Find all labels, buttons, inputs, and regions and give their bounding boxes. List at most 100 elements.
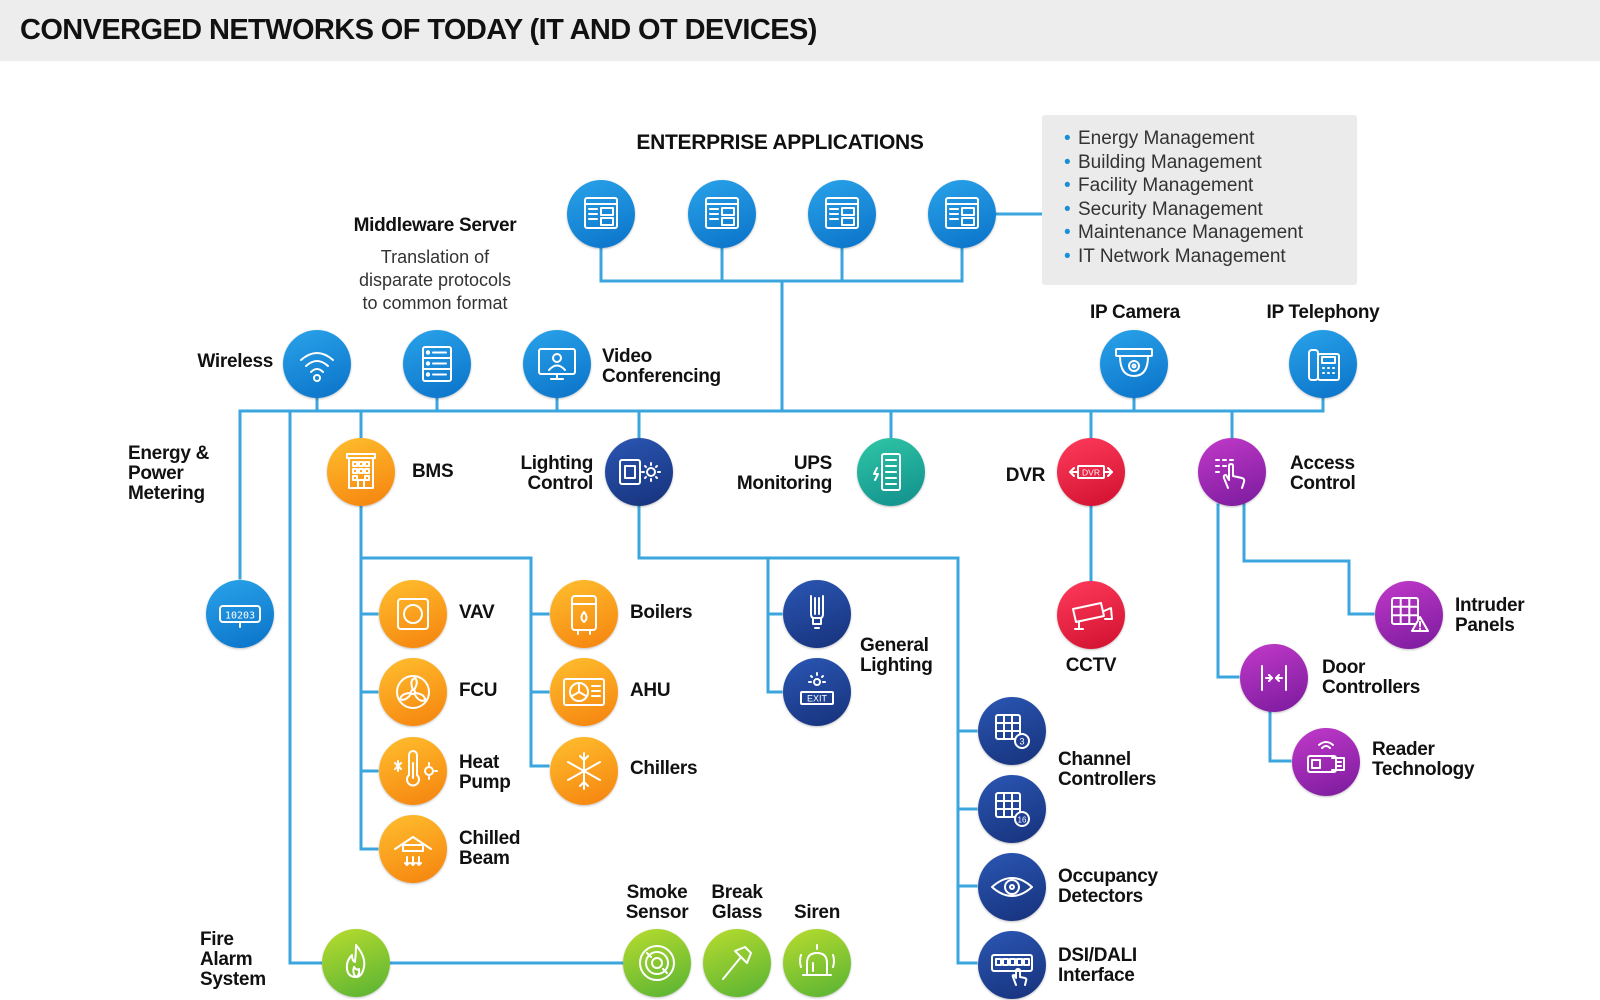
chilled-beam-label: Chilled Beam <box>459 828 521 869</box>
door-controllers-label: Door Controllers <box>1322 657 1421 698</box>
exit-sign-icon: EXIT <box>800 672 834 705</box>
dvr-node[interactable]: DVR <box>1057 438 1125 506</box>
application-window-icon <box>825 197 859 229</box>
dome-camera-icon <box>1115 348 1153 377</box>
page-title: CONVERGED NETWORKS OF TODAY (IT AND OT D… <box>20 14 817 46</box>
access-control-label: Access Control <box>1290 453 1356 494</box>
middleware-description: Translation of disparate protocols to co… <box>358 247 512 313</box>
general-lighting-exit-node[interactable]: EXIT <box>783 658 851 726</box>
ups-monitoring-label: UPS Monitoring <box>736 453 832 494</box>
ip-telephony-label: IP Telephony <box>1266 302 1380 323</box>
middleware-server-node[interactable] <box>403 330 471 398</box>
enterprise-applications-list: Energy Management Building Management Fa… <box>1042 115 1357 285</box>
vav-label: VAV <box>459 602 495 623</box>
air-handler-icon <box>563 678 605 706</box>
fcu-node[interactable] <box>379 658 447 726</box>
list-item: Energy Management <box>1064 127 1357 151</box>
general-lighting-bulb-node[interactable] <box>783 580 851 648</box>
dvr-icon-text: DVR <box>1082 468 1100 478</box>
lighting-control-label: Lighting Control <box>520 453 593 494</box>
ups-monitoring-node[interactable] <box>857 438 925 506</box>
dali-interface-label: DSI/DALI Interface <box>1058 945 1137 986</box>
wireless-node[interactable] <box>283 330 351 398</box>
application-window-icon <box>945 197 979 229</box>
cctv-node[interactable] <box>1057 581 1125 649</box>
hammer-icon <box>722 946 752 980</box>
chillers-node[interactable] <box>550 737 618 805</box>
channel-badge: 16 <box>1018 816 1027 825</box>
wifi-icon <box>300 352 334 382</box>
dali-interface-node[interactable] <box>978 931 1046 999</box>
video-conferencing-node[interactable] <box>523 330 591 398</box>
ups-panel-icon <box>873 453 901 491</box>
heat-pump-node[interactable] <box>379 737 447 805</box>
fan-icon <box>396 675 430 709</box>
enterprise-app-node[interactable] <box>567 180 635 248</box>
dali-keyboard-icon <box>991 954 1033 986</box>
general-lighting-label: General Lighting <box>860 635 933 676</box>
break-glass-node[interactable] <box>703 929 771 997</box>
header-bar <box>0 0 1600 61</box>
snowflake-icon <box>567 752 601 790</box>
desk-phone-icon <box>1308 349 1340 381</box>
application-window-icon <box>705 197 739 229</box>
vav-node[interactable] <box>379 580 447 648</box>
boilers-node[interactable] <box>550 580 618 648</box>
grid-controller-icon: 3 <box>995 714 1030 749</box>
siren-label: Siren <box>793 902 841 923</box>
grid-controller-icon: 16 <box>995 792 1030 827</box>
bms-label: BMS <box>412 461 454 482</box>
cctv-label: CCTV <box>1065 655 1117 676</box>
smoke-sensor-node[interactable] <box>623 929 691 997</box>
ahu-label: AHU <box>630 680 671 701</box>
reader-technology-label: Reader Technology <box>1372 739 1475 780</box>
boiler-icon <box>571 595 597 635</box>
middleware-title: Middleware Server <box>353 215 517 236</box>
intruder-panel-icon <box>1391 597 1429 632</box>
light-switch-icon <box>619 459 661 485</box>
boilers-label: Boilers <box>630 602 693 623</box>
channel-badge: 3 <box>1019 737 1024 747</box>
channel-controller-node[interactable]: 16 <box>978 775 1046 843</box>
thermometer-icon <box>394 750 438 787</box>
fire-alarm-label: Fire Alarm System <box>200 929 266 990</box>
lighting-control-node[interactable] <box>605 438 673 506</box>
chilled-beam-icon <box>394 836 432 866</box>
bulb-icon <box>810 595 824 629</box>
channel-controller-node[interactable]: 3 <box>978 697 1046 765</box>
card-reader-icon <box>1307 741 1345 773</box>
flame-icon <box>345 944 366 978</box>
access-control-node[interactable] <box>1198 438 1266 506</box>
enterprise-app-node[interactable] <box>688 180 756 248</box>
cctv-camera-icon <box>1072 602 1113 630</box>
dvr-label: DVR <box>1005 465 1046 486</box>
building-icon <box>346 453 376 489</box>
door-controller-node[interactable] <box>1240 644 1308 712</box>
smoke-sensor-icon <box>639 945 675 981</box>
list-item: Building Management <box>1064 151 1357 175</box>
video-conference-monitor-icon <box>538 348 576 380</box>
energy-meter-node[interactable]: 10203 <box>206 580 274 648</box>
enterprise-app-node[interactable] <box>808 180 876 248</box>
ahu-node[interactable] <box>550 658 618 726</box>
list-item: IT Network Management <box>1064 245 1357 269</box>
siren-bell-icon <box>799 944 835 976</box>
chillers-label: Chillers <box>630 758 698 779</box>
intruder-panel-node[interactable] <box>1375 581 1443 649</box>
ip-camera-node[interactable] <box>1100 330 1168 398</box>
ip-telephony-node[interactable] <box>1289 330 1357 398</box>
chilled-beam-node[interactable] <box>379 815 447 883</box>
enterprise-app-node[interactable] <box>928 180 996 248</box>
siren-node[interactable] <box>783 929 851 997</box>
bms-node[interactable] <box>327 438 395 506</box>
list-item: Maintenance Management <box>1064 221 1357 245</box>
heat-pump-label: Heat Pump <box>459 752 511 793</box>
keypad-touch-icon <box>1215 459 1246 489</box>
occupancy-detector-node[interactable] <box>978 853 1046 921</box>
vav-box-icon <box>397 598 429 630</box>
reader-technology-node[interactable] <box>1292 728 1360 796</box>
fcu-label: FCU <box>459 680 498 701</box>
fire-alarm-node[interactable] <box>322 929 390 997</box>
video-conferencing-label: Video Conferencing <box>602 346 721 387</box>
intruder-panels-label: Intruder Panels <box>1455 595 1525 636</box>
